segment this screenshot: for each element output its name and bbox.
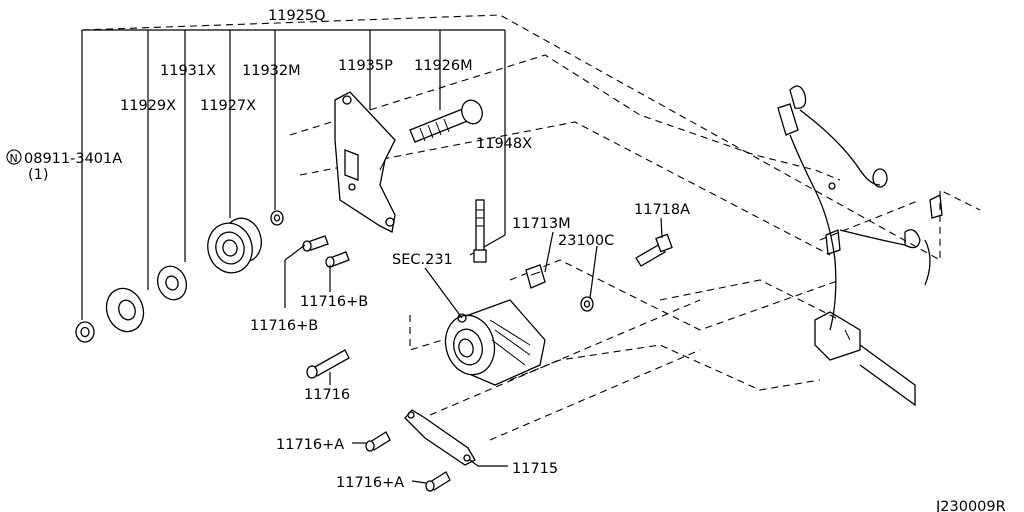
engine-outline (81, 14, 981, 441)
label-11716a-lower: 11716+A (336, 475, 404, 491)
bolt-11716b-upper (302, 235, 329, 252)
label-11716b-upper: 11716+B (300, 294, 368, 310)
label-11929x: 11929X (120, 98, 176, 114)
label-11948x: 11948X (476, 136, 532, 152)
bolt-11716a-lower (425, 471, 451, 492)
label-11926m: 11926M (414, 58, 473, 74)
labels: 11925Q 11931X 11932M 11935P 11926M 11929… (6, 8, 1006, 512)
label-11716: 11716 (304, 387, 350, 403)
diagram-code: J230009R (935, 499, 1006, 512)
label-11935p: 11935P (338, 58, 393, 74)
nut-08911 (75, 321, 95, 343)
nut-23100c (580, 296, 594, 312)
label-sec-231: SEC.231 (392, 252, 453, 268)
label-11932m: 11932M (242, 63, 301, 79)
right-harness (777, 85, 943, 407)
label-11931x: 11931X (160, 63, 216, 79)
label-11716a-upper: 11716+A (276, 437, 344, 453)
n-mark-icon (6, 149, 22, 165)
label-08911-3401a: 08911-3401A (24, 151, 122, 167)
bracket-11715 (404, 409, 476, 466)
label-11718a: 11718A (634, 202, 690, 218)
bolt-11716b-lower (325, 251, 350, 268)
bolt-11716a-upper (365, 431, 391, 452)
spacer-11931x (156, 265, 188, 301)
label-11716b-lower: 11716+B (250, 318, 318, 334)
callout-11925q (81, 29, 506, 320)
nut-11932m (270, 210, 284, 226)
bolt-11718a (635, 233, 673, 267)
washer-11929x (105, 287, 145, 333)
label-11927x: 11927X (200, 98, 256, 114)
bracket-11935p (334, 91, 396, 233)
label-08911-qty: (1) (28, 167, 49, 183)
label-11925q: 11925Q (268, 8, 326, 24)
bolt-11716 (306, 349, 350, 379)
label-11713m: 11713M (512, 216, 571, 232)
pulley-11927x (207, 217, 262, 274)
bolt-11926m (409, 99, 483, 143)
stud-11948x (473, 199, 487, 263)
label-23100c: 23100C (558, 233, 614, 249)
leader-lines (284, 217, 663, 484)
label-n-mark: N (10, 152, 18, 165)
clip-11713m (525, 264, 546, 289)
label-11715: 11715 (512, 461, 558, 477)
alternator (444, 299, 546, 386)
